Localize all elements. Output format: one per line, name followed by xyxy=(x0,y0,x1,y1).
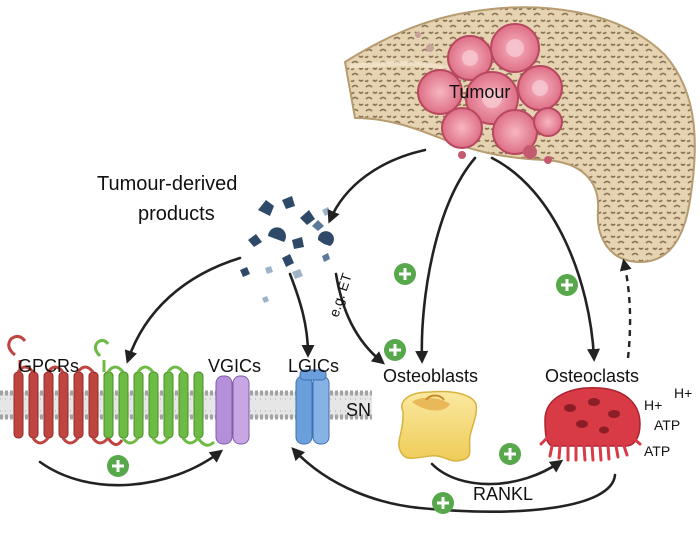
gpcr-receptor-icon xyxy=(93,338,216,447)
h-plus-label: H+ xyxy=(644,397,662,413)
eg-et-label: e.g. ET xyxy=(326,271,355,319)
arrow-tumour-to-osteoblasts xyxy=(415,156,477,364)
osteoclasts-label: Osteoclasts xyxy=(545,366,639,386)
atp-label: ATP xyxy=(654,417,680,433)
plus-icon xyxy=(556,274,578,296)
arrow-tumour-to-osteoclasts xyxy=(490,156,601,362)
tumour-products-icon xyxy=(240,196,334,303)
arrow-osteoclasts-to-bone xyxy=(619,258,632,359)
rankl-label: RANKL xyxy=(473,484,533,504)
osteoblasts-label: Osteoblasts xyxy=(383,366,478,386)
tumour-label: Tumour xyxy=(449,82,510,102)
ion-channel-icon xyxy=(295,369,330,445)
atp-label: ATP xyxy=(644,443,670,459)
plus-icon xyxy=(499,443,521,465)
arrow-products-to-lgics xyxy=(288,272,315,358)
arrow-products-to-osteoblasts xyxy=(334,272,386,365)
h-plus-label: H+ xyxy=(674,385,692,401)
arrow-tumour-to-products xyxy=(327,148,427,224)
tumour-products-label-line2: products xyxy=(138,203,215,225)
osteoblast-cell-icon xyxy=(398,390,478,462)
ion-channel-icon xyxy=(215,375,250,445)
lgics-label: LGICs xyxy=(288,356,339,376)
plus-icon xyxy=(432,492,454,514)
tumour-products-label-line1: Tumour-derived xyxy=(97,173,237,195)
plus-icon xyxy=(384,339,406,361)
vgics-label: VGICs xyxy=(208,356,261,376)
arrow-osteoblast-to-osteoclast-rankl xyxy=(430,459,564,486)
plus-icon xyxy=(394,263,416,285)
gpcrs-label: GPCRs xyxy=(18,356,79,376)
osteoclast-cell-icon xyxy=(539,387,642,462)
tumour-cluster-icon xyxy=(415,23,563,164)
arrow-products-to-gpcrs xyxy=(124,256,242,364)
sn-label: SN xyxy=(346,400,371,420)
arrow-gpcr-to-vgic xyxy=(38,449,224,487)
arrow-osteoclast-to-channels xyxy=(291,447,617,514)
plus-icon xyxy=(107,455,129,477)
